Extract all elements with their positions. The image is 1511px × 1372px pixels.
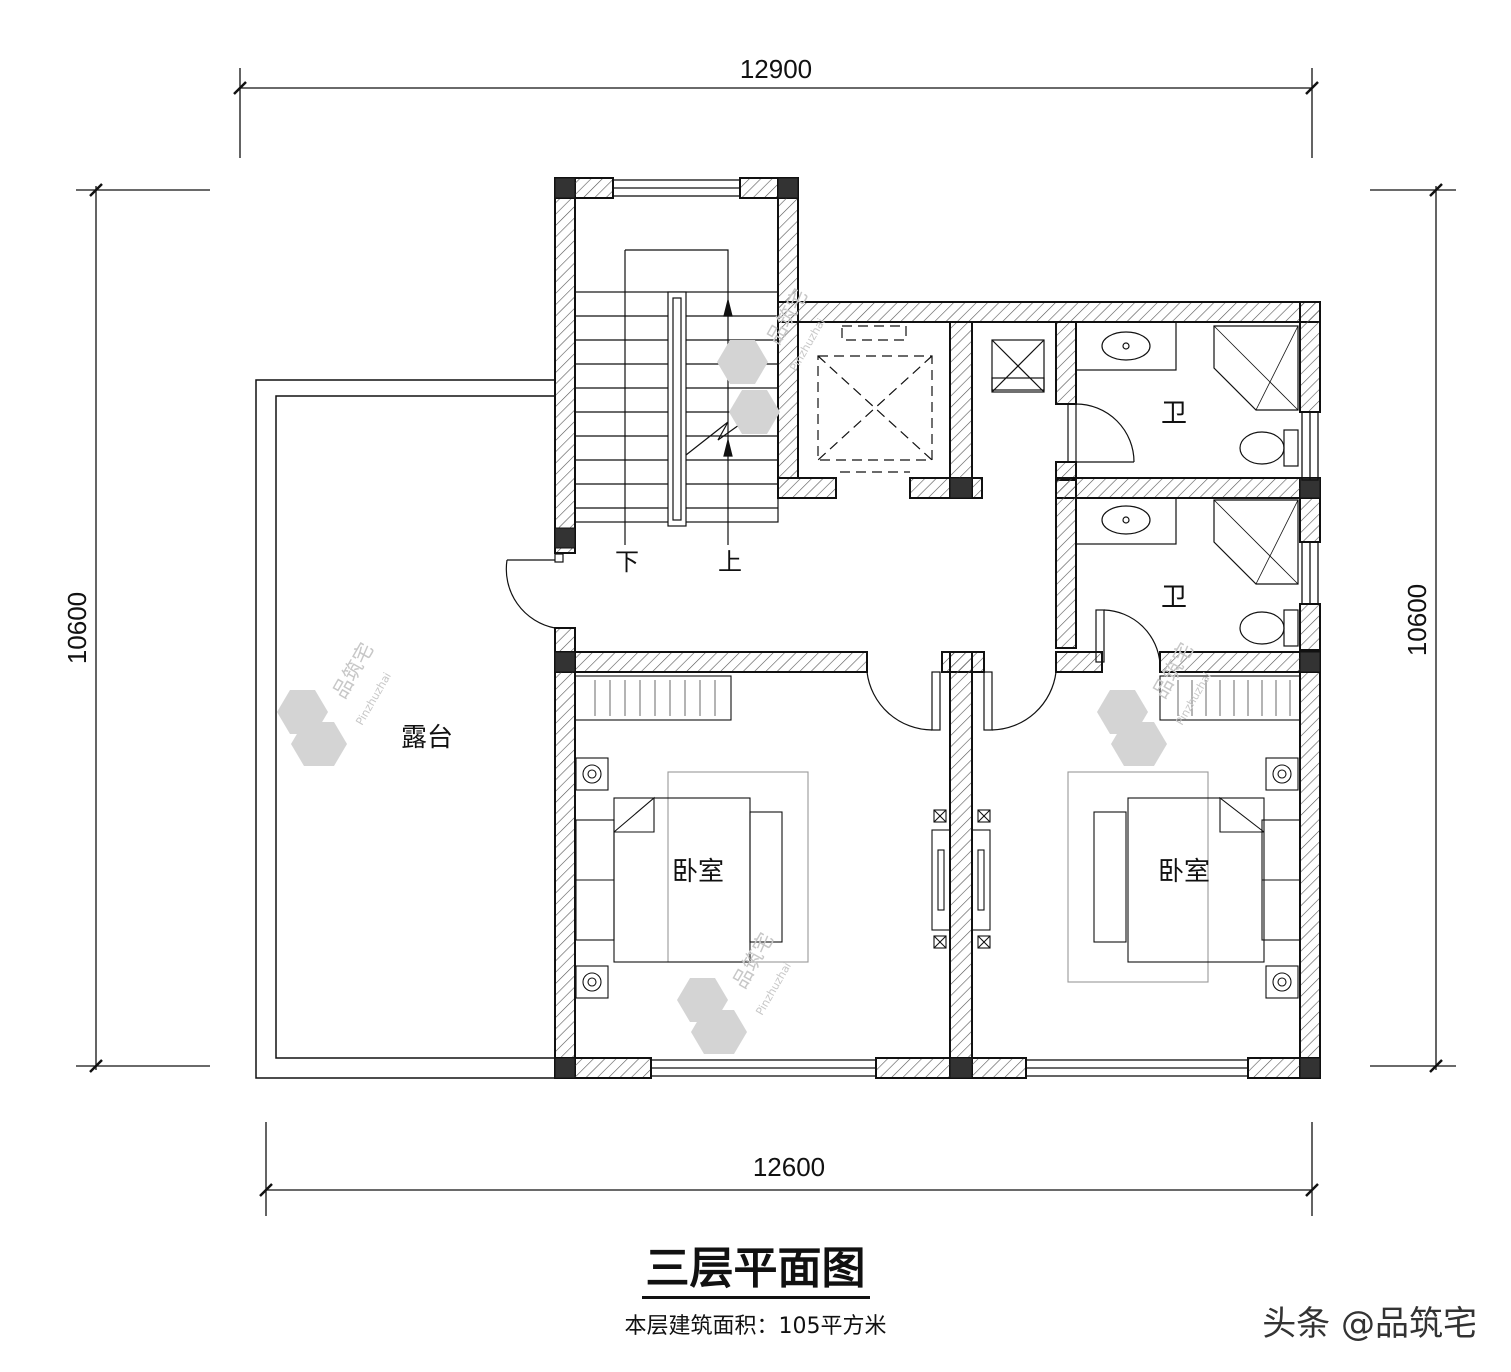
terrace	[255, 379, 555, 1079]
elevator	[817, 325, 933, 473]
walls	[554, 177, 1321, 1079]
dimension-bottom	[259, 1122, 1319, 1216]
dimension-left-label: 10600	[62, 592, 92, 664]
dimension-right	[1370, 183, 1456, 1073]
bedroom-left-label: 卧室	[672, 857, 724, 887]
stair-down-label: 下	[615, 548, 639, 576]
dimension-top-label: 12900	[740, 54, 812, 84]
stair-up-label: 上	[718, 548, 742, 576]
plan-title: 三层平面图	[0, 1232, 1511, 1299]
columns	[554, 177, 1321, 1079]
dimension-top	[233, 68, 1319, 158]
bedroom-right-label: 卧室	[1158, 857, 1210, 887]
bath1-fixtures	[991, 321, 1299, 467]
plan-subtitle: 本层建筑面积：105平方米	[624, 1314, 887, 1339]
bath2-fixtures	[1075, 497, 1299, 647]
bedroom-left-furniture	[574, 675, 951, 999]
doors	[505, 403, 1161, 731]
dimension-right-label: 10600	[1402, 584, 1432, 656]
credit-text: 头条 @品筑宅	[1262, 1304, 1477, 1344]
bathroom-2-label: 卫	[1161, 583, 1187, 613]
dimension-left	[76, 183, 210, 1073]
watermark-logo	[277, 340, 1167, 1054]
bathroom-1-label: 卫	[1161, 399, 1187, 429]
terrace-label: 露台	[401, 723, 453, 753]
dimension-bottom-label: 12600	[753, 1152, 825, 1182]
bedroom-right-furniture	[971, 675, 1301, 999]
windows	[612, 179, 1319, 1077]
plan-title-text: 三层平面图	[641, 1243, 870, 1299]
